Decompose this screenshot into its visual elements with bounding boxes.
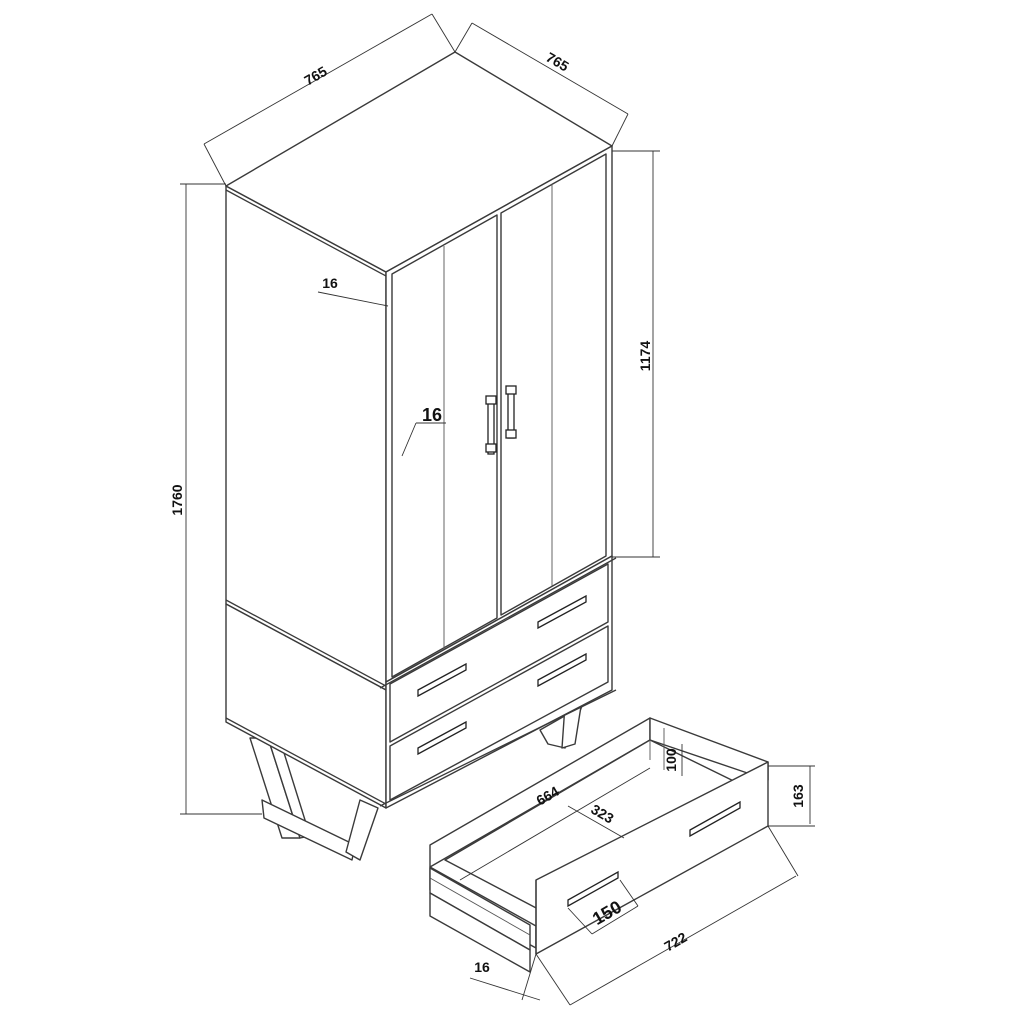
- label-door-thickness: 16: [422, 405, 442, 425]
- dimension-lines: [180, 13, 815, 1006]
- right-door: [500, 153, 607, 616]
- lower-drawer: [389, 625, 609, 801]
- label-door-height: 1174: [637, 341, 653, 372]
- pulled-drawer: [429, 717, 769, 973]
- side-panel: [225, 185, 387, 691]
- label-drawer-inner-height: 100: [663, 748, 679, 772]
- drawer-handles: [417, 594, 587, 756]
- legs: [249, 699, 583, 861]
- label-top-width: 765: [301, 63, 329, 89]
- door-handle-left: [485, 395, 497, 455]
- cabinet: [225, 51, 617, 809]
- label-drawer-front-height: 163: [790, 784, 806, 808]
- label-side-thickness: 16: [322, 275, 338, 291]
- label-drawer-front-thickness: 16: [474, 959, 490, 975]
- label-overall-height: 1760: [169, 484, 185, 515]
- left-door: [391, 214, 498, 678]
- label-top-depth: 765: [543, 49, 571, 75]
- door-handle-right: [505, 385, 517, 439]
- upper-drawer: [389, 563, 609, 743]
